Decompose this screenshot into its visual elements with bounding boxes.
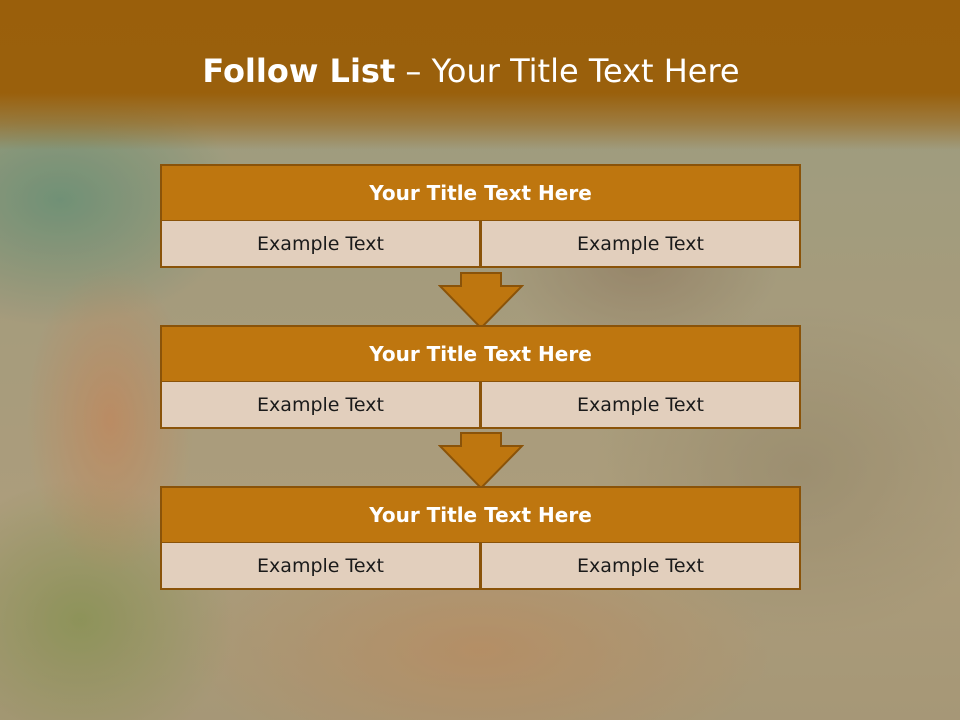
block-2-left-cell: Example Text	[160, 381, 481, 429]
down-arrow-icon	[438, 432, 524, 490]
down-arrow-icon	[438, 272, 524, 330]
slide-title-bold: Follow List	[202, 52, 396, 90]
block-2-right-cell: Example Text	[480, 381, 801, 429]
slide-title-rest: – Your Title Text Here	[395, 52, 740, 90]
list-block-1: Your Title Text Here Example Text Exampl…	[160, 164, 801, 271]
block-3-right-cell: Example Text	[480, 542, 801, 590]
list-block-2: Your Title Text Here Example Text Exampl…	[160, 325, 801, 432]
block-title-3: Your Title Text Here	[160, 486, 801, 544]
block-1-right-cell: Example Text	[480, 220, 801, 268]
block-1-left-cell: Example Text	[160, 220, 481, 268]
slide-title: Follow List – Your Title Text Here	[0, 52, 942, 90]
block-title-2: Your Title Text Here	[160, 325, 801, 383]
title-banner: Follow List – Your Title Text Here	[0, 0, 960, 150]
block-3-left-cell: Example Text	[160, 542, 481, 590]
list-block-3: Your Title Text Here Example Text Exampl…	[160, 486, 801, 593]
block-title-1: Your Title Text Here	[160, 164, 801, 222]
